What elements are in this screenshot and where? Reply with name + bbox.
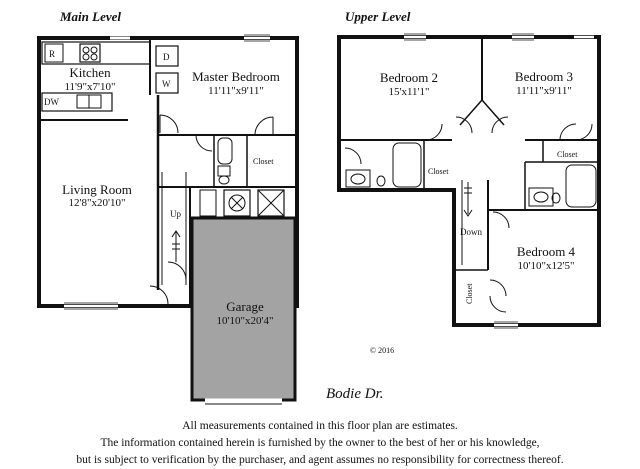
- upper-level-walls: [337, 33, 601, 329]
- refrigerator-label: R: [49, 49, 55, 59]
- bedroom4-closet-label: Closet: [465, 283, 474, 304]
- dishwasher-label: DW: [44, 97, 59, 107]
- living-room-dim: 12'8"x20'10": [69, 197, 126, 209]
- bedroom3-name: Bedroom 3: [515, 69, 573, 84]
- upper-level-title: Upper Level: [345, 9, 411, 24]
- bedroom2-dim: 15'x11'1": [388, 86, 429, 98]
- bedroom4-name: Bedroom 4: [517, 244, 576, 259]
- disclaimer: All measurements contained in this floor…: [0, 418, 640, 469]
- garage-name: Garage: [226, 299, 264, 314]
- master-bedroom-name: Master Bedroom: [192, 69, 280, 84]
- bedroom4-dim: 10'10"x12'5": [518, 260, 575, 272]
- washer-label: W: [162, 79, 171, 89]
- disclaimer-line-1: All measurements contained in this floor…: [182, 420, 458, 432]
- master-bedroom-dim: 11'11"x9'11": [208, 85, 264, 97]
- bedroom2-name: Bedroom 2: [380, 70, 438, 85]
- dryer-label: D: [163, 52, 170, 62]
- disclaimer-line-3: but is subject to verification by the pu…: [76, 454, 564, 466]
- living-room-name: Living Room: [62, 182, 132, 197]
- kitchen-name: Kitchen: [69, 65, 111, 80]
- garage-area: [190, 216, 297, 402]
- main-closet-label: Closet: [253, 157, 274, 166]
- bedroom3-dim: 11'11"x9'11": [516, 85, 572, 97]
- stairs-up-label: Up: [170, 209, 181, 219]
- kitchen-dim: 11'9"x7'10": [64, 81, 115, 93]
- disclaimer-line-2: The information contained herein is furn…: [100, 437, 540, 449]
- floor-plan: Main Level: [37, 9, 601, 405]
- bedroom3-closet-label: Closet: [557, 150, 578, 159]
- street-name: Bodie Dr.: [326, 386, 384, 402]
- hall-closet-label: Closet: [428, 167, 449, 176]
- copyright: © 2016: [370, 346, 394, 355]
- stairs-down-label: Down: [460, 227, 482, 237]
- garage-dim: 10'10"x20'4": [217, 315, 274, 327]
- main-level-title: Main Level: [59, 9, 121, 24]
- main-level-walls: [37, 34, 299, 310]
